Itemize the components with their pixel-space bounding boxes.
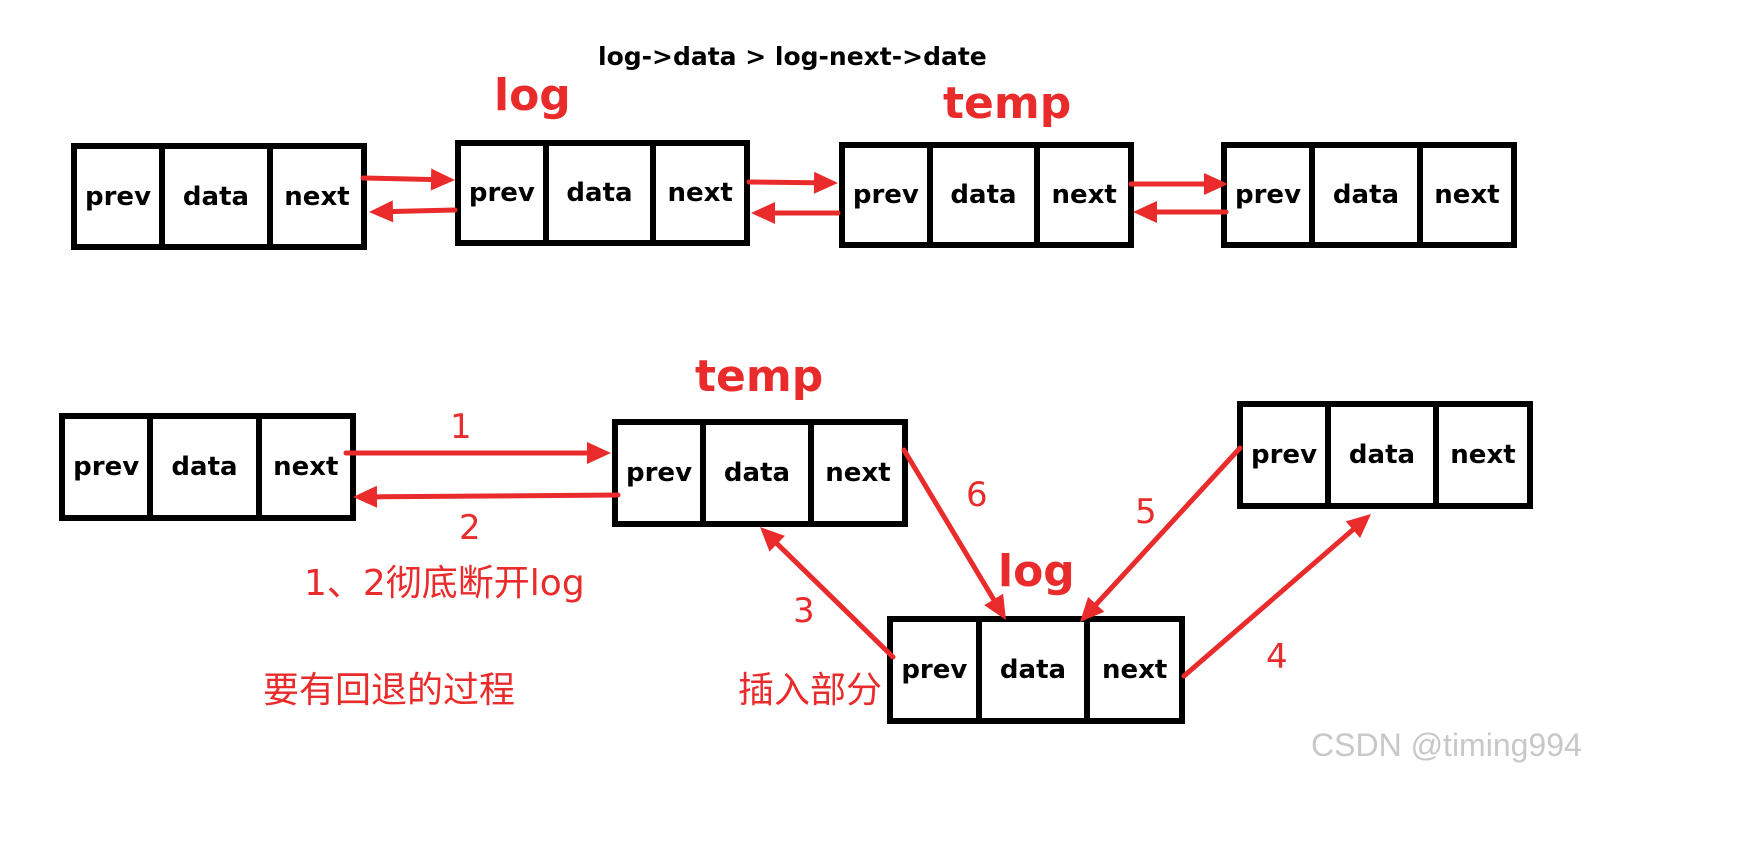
top-arrow-prev-1: [369, 200, 458, 223]
rollback-note: 要有回退的过程: [263, 670, 516, 711]
step-3-arrow: [760, 527, 896, 660]
step-4-arrow: [1181, 514, 1371, 679]
step-label-4: 4: [1266, 637, 1288, 677]
data-cell: data: [933, 148, 1041, 242]
data-cell: data: [165, 149, 273, 244]
next-cell: next: [667, 178, 733, 208]
step-2-arrow: [353, 485, 621, 508]
prev-cell: prev: [461, 146, 549, 240]
step-label-6: 6: [966, 475, 988, 515]
data-cell: data: [982, 622, 1091, 718]
next-cell: next: [273, 452, 339, 482]
top-arrow-next-1: [360, 168, 455, 191]
data-cell: data: [549, 146, 657, 240]
insert-note: 插入部分: [738, 670, 883, 711]
prev-cell: prev: [893, 622, 982, 718]
prev-cell: prev: [1243, 407, 1332, 503]
top-arrow-next-2: [746, 171, 838, 194]
step-1-arrow: [343, 442, 611, 464]
top-arrow-prev-2: [751, 202, 841, 224]
prev-cell: prev: [77, 149, 166, 244]
bottom-node-log: prev data next: [887, 616, 1185, 724]
step-6-arrow: [901, 447, 1006, 620]
bottom-node-temp: prev data next: [612, 419, 908, 527]
next-cell: next: [1450, 440, 1516, 470]
top-node-log: prev data next: [455, 140, 750, 246]
step-label-5: 5: [1135, 492, 1157, 532]
top-node-1: prev data next: [71, 143, 367, 250]
data-cell: data: [153, 419, 262, 515]
next-cell: next: [1434, 180, 1500, 210]
top-arrow-next-3: [1128, 173, 1228, 195]
prev-cell: prev: [1227, 148, 1316, 242]
step-label-1: 1: [450, 407, 472, 447]
bottom-temp-label: temp: [695, 351, 824, 402]
next-cell: next: [1051, 180, 1117, 210]
data-cell: data: [1315, 148, 1423, 242]
step-label-2: 2: [459, 508, 481, 548]
break-note: 1、2彻底断开log: [304, 563, 585, 604]
next-cell: next: [1101, 655, 1168, 685]
top-node-temp: prev data next: [839, 142, 1134, 248]
data-cell: data: [1331, 407, 1439, 503]
diagram-title: log->data > log-next->date: [598, 42, 987, 71]
bottom-log-label: log: [998, 546, 1075, 597]
next-cell: next: [825, 458, 891, 488]
step-label-3: 3: [793, 591, 815, 631]
next-cell: next: [284, 181, 350, 212]
bottom-node-4: prev data next: [1237, 401, 1533, 509]
top-temp-label: temp: [943, 78, 1072, 129]
top-arrow-prev-3: [1133, 201, 1229, 223]
prev-cell: prev: [65, 419, 154, 515]
data-cell: data: [706, 425, 814, 521]
step-5-arrow: [1080, 445, 1243, 622]
prev-cell: prev: [845, 148, 933, 242]
bottom-node-1: prev data next: [59, 413, 356, 521]
top-log-label: log: [494, 70, 571, 121]
watermark: CSDN @timing994: [1311, 727, 1582, 763]
top-node-4: prev data next: [1221, 142, 1517, 248]
prev-cell: prev: [618, 425, 707, 521]
